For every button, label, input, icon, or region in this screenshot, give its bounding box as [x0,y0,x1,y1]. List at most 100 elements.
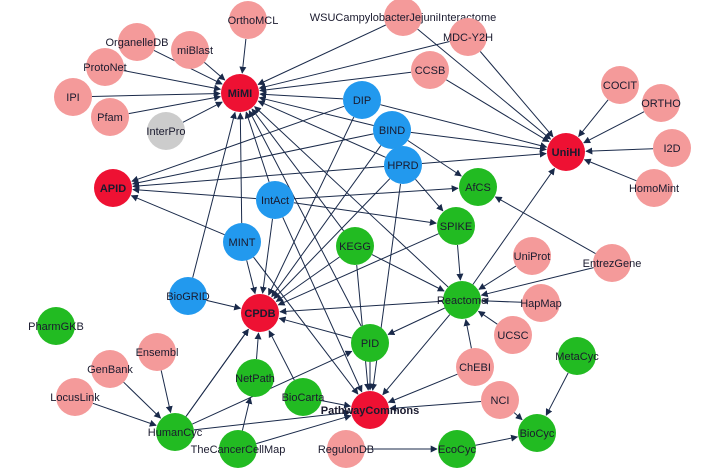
node-circle-hprd[interactable] [384,146,422,184]
node-mimi[interactable]: MiMI [221,74,259,112]
node-circle-regulondb[interactable] [327,430,365,468]
node-biocyc[interactable]: BioCyc [518,414,556,452]
node-circle-biocyc[interactable] [518,414,556,452]
node-afcs[interactable]: AfCS [459,168,497,206]
edge-pid-to-cpdb [278,316,352,339]
node-intact[interactable]: IntAct [256,181,294,219]
node-mint[interactable]: MINT [223,223,261,261]
node-circle-pfam[interactable] [91,98,129,136]
node-circle-wsucampy[interactable] [384,0,422,36]
edge-reactome-to-cpdb [279,300,444,315]
node-circle-humancyc[interactable] [156,413,194,451]
node-ensembl[interactable]: Ensembl [136,333,179,371]
node-dip[interactable]: DIP [343,81,381,119]
node-circle-i2d[interactable] [653,129,691,167]
node-bind[interactable]: BIND [373,111,411,149]
node-circle-pharmgkb[interactable] [37,307,75,345]
node-circle-apid[interactable] [94,169,132,207]
node-uniprot[interactable]: UniProt [513,237,551,275]
node-circle-biocarta[interactable] [284,378,322,416]
node-circle-ipi[interactable] [54,78,92,116]
node-circle-intact[interactable] [256,181,294,219]
node-apid[interactable]: APID [94,169,132,207]
node-circle-protonet[interactable] [86,48,124,86]
node-circle-pathwaycommons[interactable] [351,391,389,429]
node-circle-dip[interactable] [343,81,381,119]
node-ccsb[interactable]: CCSB [411,51,449,89]
node-circle-metacyc[interactable] [558,337,596,375]
node-locuslink[interactable]: LocusLink [50,378,100,416]
node-biocarta[interactable]: BioCarta [282,378,326,416]
node-biogrid[interactable]: BioGRID [166,277,210,315]
node-circle-bind[interactable] [373,111,411,149]
node-ecocyc[interactable]: EcoCyc [438,430,476,468]
node-circle-afcs[interactable] [459,168,497,206]
node-pid[interactable]: PID [351,324,389,362]
node-circle-reactome[interactable] [443,281,481,319]
node-metacyc[interactable]: MetaCyc [555,337,599,375]
node-circle-genbank[interactable] [91,350,129,388]
node-chebi[interactable]: ChEBI [456,348,494,386]
node-ucsc[interactable]: UCSC [494,316,532,354]
node-circle-hapmap[interactable] [522,284,560,322]
node-netpath[interactable]: NetPath [235,359,275,397]
node-organelledb[interactable]: OrganelleDB [106,23,169,61]
node-hapmap[interactable]: HapMap [520,284,562,322]
node-cpdb[interactable]: CPDB [241,294,279,332]
node-protonet[interactable]: ProtoNet [83,48,127,86]
node-orthomcl[interactable]: OrthoMCL [228,1,279,39]
node-humancyc[interactable]: HumanCyc [148,413,203,451]
node-homomint[interactable]: HomoMint [629,169,679,207]
node-miblast[interactable]: miBlast [171,31,213,69]
node-circle-interpro[interactable] [147,112,185,150]
node-circle-nci[interactable] [481,381,519,419]
node-circle-pid[interactable] [351,324,389,362]
node-regulondb[interactable]: RegulonDB [318,430,374,468]
node-circle-ucsc[interactable] [494,316,532,354]
node-ortho[interactable]: ORTHO [641,84,681,122]
node-circle-mint[interactable] [223,223,261,261]
node-circle-uniprot[interactable] [513,237,551,275]
node-circle-cocit[interactable] [601,66,639,104]
node-circle-miblast[interactable] [171,31,209,69]
node-pharmgkb[interactable]: PharmGKB [28,307,84,345]
node-circle-spike[interactable] [437,207,475,245]
node-circle-netpath[interactable] [236,359,274,397]
node-pfam[interactable]: Pfam [91,98,129,136]
node-circle-biogrid[interactable] [169,277,207,315]
node-hprd[interactable]: HPRD [384,146,422,184]
node-circle-mimi[interactable] [221,74,259,112]
node-interpro[interactable]: InterPro [146,112,186,150]
node-kegg[interactable]: KEGG [336,227,374,265]
node-entrezgene[interactable]: EntrezGene [583,244,642,282]
node-i2d[interactable]: I2D [653,129,691,167]
node-circle-mdcy2h[interactable] [449,18,487,56]
node-circle-homomint[interactable] [635,169,673,207]
node-circle-thecancercellmap[interactable] [219,430,257,468]
node-wsucampy[interactable]: WSUCampylobacterJejuniInteractome [310,0,496,36]
node-label-reactome: Reactome [437,295,487,307]
node-spike[interactable]: SPIKE [437,207,475,245]
node-ipi[interactable]: IPI [54,78,92,116]
node-nci[interactable]: NCI [481,381,519,419]
node-pathwaycommons[interactable]: PathwayCommons [321,391,419,429]
node-mdcy2h[interactable]: MDC-Y2H [443,18,493,56]
node-unihi[interactable]: UniHI [547,133,585,171]
node-circle-entrezgene[interactable] [593,244,631,282]
node-circle-cpdb[interactable] [241,294,279,332]
node-circle-ortho[interactable] [642,84,680,122]
node-circle-chebi[interactable] [456,348,494,386]
node-circle-ccsb[interactable] [411,51,449,89]
edge-interpro-to-mimi [182,101,223,123]
node-circle-locuslink[interactable] [56,378,94,416]
node-circle-organelledb[interactable] [118,23,156,61]
node-circle-ensembl[interactable] [138,333,176,371]
node-circle-kegg[interactable] [336,227,374,265]
node-cocit[interactable]: COCIT [601,66,639,104]
node-reactome[interactable]: Reactome [437,281,487,319]
node-thecancercellmap[interactable]: TheCancerCellMap [191,430,286,468]
node-circle-orthomcl[interactable] [229,1,267,39]
node-circle-ecocyc[interactable] [438,430,476,468]
node-genbank[interactable]: GenBank [87,350,133,388]
node-circle-unihi[interactable] [547,133,585,171]
